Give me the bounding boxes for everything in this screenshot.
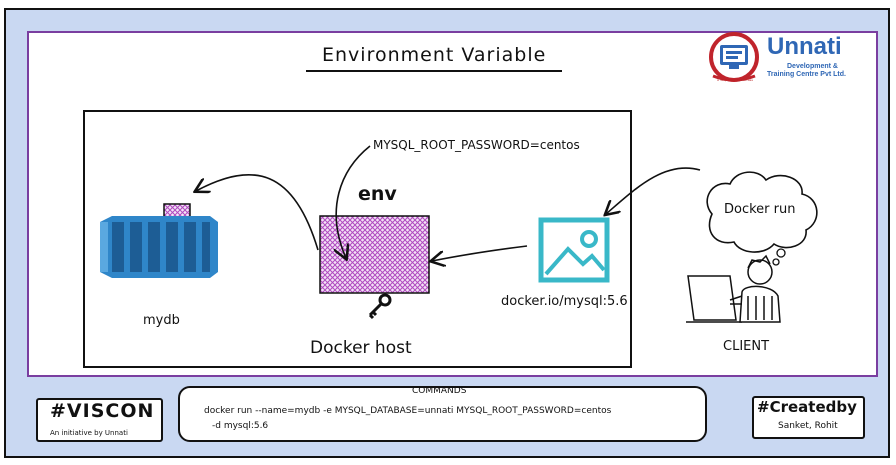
docker-host-label: Docker host <box>310 338 412 358</box>
commands-box <box>178 386 707 442</box>
viscon-subtitle: An initiative by Unnati <box>50 429 128 437</box>
createdby-badge <box>752 396 865 439</box>
unnati-logo-icon <box>709 32 759 82</box>
createdby-names: Sanket, Rohit <box>778 421 838 431</box>
createdby-title: #Createdby <box>757 398 857 416</box>
commands-title: COMMANDS <box>412 386 467 396</box>
viscon-title: #VISCON <box>50 400 155 422</box>
docker-host-box <box>83 110 632 368</box>
env-value-label: MYSQL_ROOT_PASSWORD=centos <box>373 138 580 152</box>
page-title: Environment Variable <box>322 44 547 66</box>
image-label: docker.io/mysql:5.6 <box>501 294 628 309</box>
command-line-1: docker run --name=mydb -e MYSQL_DATABASE… <box>204 406 612 416</box>
container-label: mydb <box>143 313 180 328</box>
logo-tagline: A Step Towards Success <box>717 78 753 82</box>
title-underline <box>306 70 562 72</box>
client-label: CLIENT <box>723 339 770 354</box>
viscon-badge <box>36 398 163 442</box>
command-line-2: -d mysql:5.6 <box>212 421 269 431</box>
env-label: env <box>358 183 397 205</box>
logo-line1: Development & <box>787 63 838 70</box>
logo-line2: Training Centre Pvt Ltd. <box>767 71 846 78</box>
logo-name: Unnati <box>767 33 842 60</box>
cloud-text: Docker run <box>724 202 796 217</box>
